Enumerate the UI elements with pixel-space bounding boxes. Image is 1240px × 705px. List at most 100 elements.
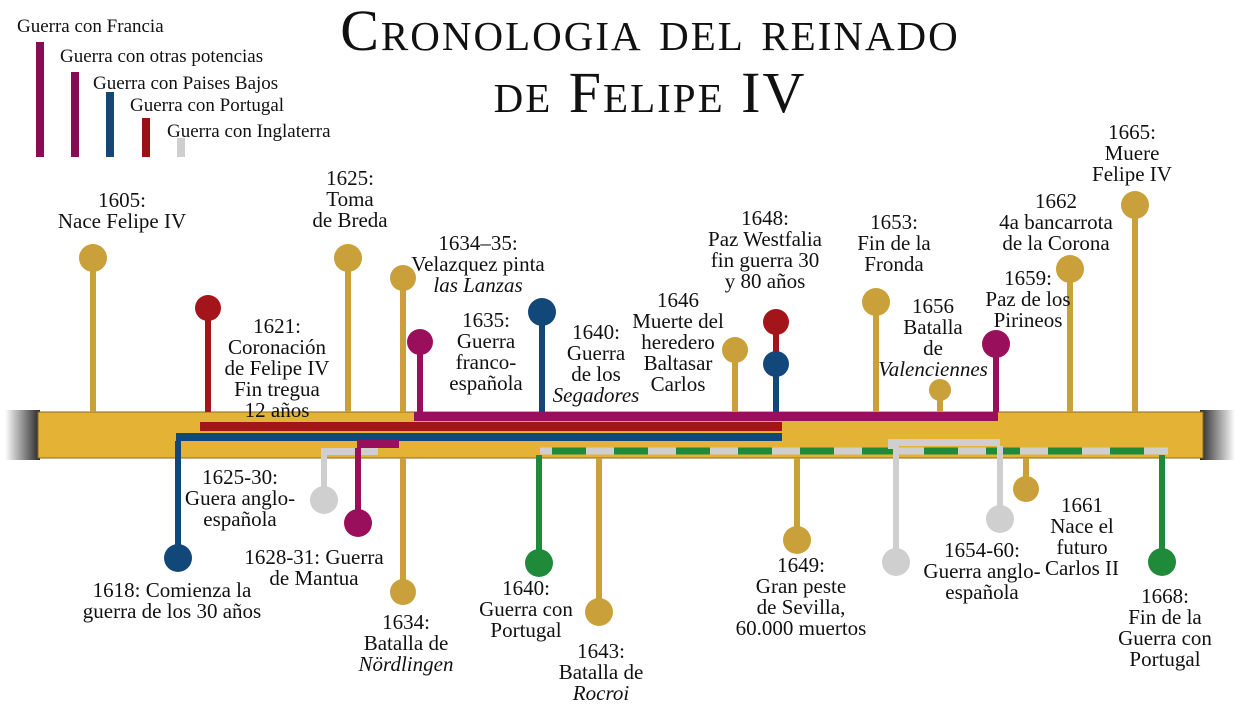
event-line: Paz Westfalia [708, 227, 822, 251]
event-line: Felipe IV [1092, 162, 1172, 186]
event-line: de [923, 336, 943, 360]
event-line: 1628-31: Guerra [244, 545, 384, 569]
pin-1621-dot [195, 295, 221, 321]
event-line: de Breda [312, 208, 388, 232]
pin-1635-dot [407, 329, 433, 355]
legend-label: Guerra con otras potencias [60, 46, 264, 67]
event-line: Nace Felipe IV [57, 209, 187, 233]
timeline-shadow-right [1200, 410, 1235, 460]
event-line: Fin de la [857, 231, 931, 255]
event-line: Coronación [228, 335, 326, 359]
event-line: Guerra con [479, 597, 573, 621]
pin-1648-blue-dot [763, 351, 789, 377]
legend-label: Guerra con Francia [17, 16, 164, 37]
event-line: Paz de los [985, 287, 1071, 311]
event-line: Guerra [456, 329, 516, 353]
event-line: 1649: [777, 553, 825, 577]
event-line: Muere [1104, 141, 1160, 165]
event-line: Batalla de [363, 631, 449, 655]
event-line: 60.000 muertos [735, 616, 867, 640]
pin-1661-dot [1013, 476, 1039, 502]
event-line: 1648: [741, 206, 789, 230]
event-line: 1618: Comienza la [92, 578, 252, 602]
event-line-italic: Rocroi [572, 681, 630, 705]
pin-1646-dot [722, 337, 748, 363]
event-e1625b: 1625-30:Guera anglo-española [185, 467, 295, 530]
event-line: de los [571, 362, 621, 386]
event-line-italic: Segadores [552, 383, 640, 407]
legend-swatch [106, 92, 114, 157]
event-line: Guerra [566, 341, 626, 365]
pin-1654-end-dot [986, 505, 1014, 533]
event-line: 1654-60: [944, 538, 1020, 562]
event-line: 1640: [502, 576, 550, 600]
event-line: de Felipe IV [224, 356, 330, 380]
event-e1654: 1654-60:Guerra anglo-española [923, 540, 1040, 603]
event-line: española [203, 507, 277, 531]
event-line-italic: Valenciennes [878, 357, 988, 381]
event-line: 1625: [326, 166, 374, 190]
event-line: 1665: [1108, 120, 1156, 144]
event-line: 1634–35: [438, 231, 518, 255]
pin-1618-dot [164, 544, 192, 572]
event-line: franco- [455, 350, 517, 374]
event-line: Fronda [864, 252, 924, 276]
event-line: Portugal [490, 618, 562, 642]
event-line: 1668: [1141, 584, 1189, 608]
pin-1654-dot [882, 548, 910, 576]
event-line: Guerra anglo- [923, 559, 1041, 583]
pin-1643-dot [585, 598, 613, 626]
event-line: Batalla de [558, 660, 644, 684]
event-line: 1643: [577, 639, 625, 663]
event-e1605: 1605:Nace Felipe IV [58, 190, 186, 232]
event-line: 1640: [572, 320, 620, 344]
event-line: 1605: [98, 188, 146, 212]
event-line: 1661 [1060, 493, 1103, 517]
event-line: de Sevilla, [756, 595, 846, 619]
event-line: 1653: [870, 210, 918, 234]
event-line: Fin tregua [234, 377, 320, 401]
legend-swatch-francia [36, 42, 44, 157]
pin-1648-red-dot [763, 309, 789, 335]
pin-1662-dot [1056, 255, 1084, 283]
pin-1656-dot [929, 379, 951, 401]
legend-swatch [177, 138, 185, 157]
event-line: 1635: [462, 308, 510, 332]
title-line-2: de Felipe IV [493, 60, 807, 125]
pin-1659-dot [982, 330, 1010, 358]
pin-1640-portugal-dot [525, 549, 553, 577]
event-line: Nace el [1050, 514, 1114, 538]
event-line: española [449, 371, 523, 395]
war-bar-mantua [357, 440, 399, 448]
war-bar-anglo-1654 [888, 439, 1000, 446]
war-bar-francia [414, 412, 998, 421]
pin-1634-lanzas-dot [390, 265, 416, 291]
pin-1649-dot [783, 526, 811, 554]
event-line: heredero [641, 330, 715, 354]
legend-swatch [71, 72, 79, 157]
event-line: española [945, 580, 1019, 604]
event-line: Guera anglo- [184, 486, 296, 510]
event-line: Muerte del [632, 309, 724, 333]
pin-1653-dot [862, 288, 890, 316]
legend-label: Guerra con Inglaterra [167, 121, 331, 142]
event-line: 1625-30: [202, 465, 278, 489]
legend-label: Guerra con Portugal [130, 95, 285, 116]
page-title: Cronologia del reinado de Felipe IV [300, 0, 1000, 124]
event-line: guerra de los 30 años [82, 599, 262, 623]
